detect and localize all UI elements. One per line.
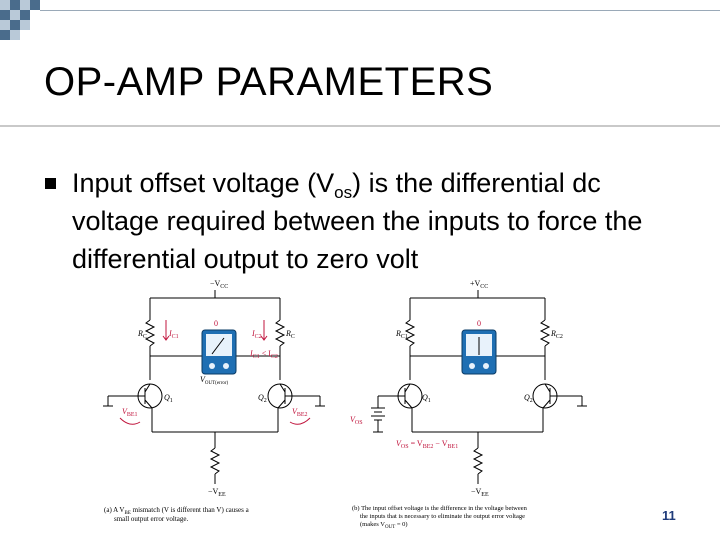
fig-a-rc-right: RC <box>285 329 295 340</box>
fig-b-eq-v: V <box>396 439 402 448</box>
fig-a-q2-sub: 2 <box>264 398 267 404</box>
bullet-text: Input offset voltage (Vos) is the differ… <box>72 164 682 278</box>
fig-a-cap-1-sub: BE <box>124 511 130 516</box>
fig-a-vcc-text: −V <box>210 279 221 288</box>
fig-b-eq-minus: − V <box>433 439 447 448</box>
fig-a-vcc-sub: CC <box>220 284 228 290</box>
fig-a-ic2-text: I <box>251 329 255 338</box>
fig-b-cap3-sub: OUT <box>385 525 395 530</box>
fig-a-vbe2: VBE2 <box>292 407 308 418</box>
figure-b-circuit <box>371 290 587 484</box>
figure-a-circuit <box>103 290 325 484</box>
fig-a-meter-zero: 0 <box>214 319 218 328</box>
page-number: 11 <box>662 508 676 523</box>
fig-b-meter-zero: 0 <box>477 319 481 328</box>
decorative-squares <box>0 0 720 40</box>
fig-b-eq-sub2: BE2 <box>423 444 434 450</box>
fig-b-rc1: RC1 <box>395 329 408 340</box>
bullet-text-sub: os <box>334 183 353 202</box>
fig-a-ic1: IC1 <box>168 329 179 340</box>
fig-a-vee: −VEE <box>208 487 226 498</box>
fig-b-q1-text: Q <box>422 393 428 402</box>
fig-a-cap-4: ) causes a <box>221 506 249 514</box>
fig-b-vos-text: V <box>350 415 356 424</box>
fig-a-ic1-text: I <box>168 329 172 338</box>
fig-b-q1: Q1 <box>422 393 431 404</box>
fig-a-caption-line2: small output error voltage. <box>114 515 189 523</box>
fig-b-eq-rest: = V <box>409 439 423 448</box>
fig-b-caption-line2: the inputs that is necessary to eliminat… <box>360 513 525 520</box>
fig-b-eq-sub1: OS <box>401 444 409 450</box>
fig-a-rc-right-sub: C <box>291 334 295 340</box>
fig-b-rc2-text: R <box>550 329 556 338</box>
fig-b-caption-line1: (b) The input offset voltage is the diff… <box>352 505 528 512</box>
fig-b-rc2: RC2 <box>550 329 563 340</box>
fig-a-ic1-sub: C1 <box>172 334 179 340</box>
fig-a-vout-sub: OUT(error) <box>205 381 229 386</box>
fig-b-vee-sub: EE <box>481 492 489 498</box>
fig-b-cap3-a: (makes V <box>360 521 385 528</box>
fig-a-cap-1: (a) A V <box>104 506 124 514</box>
fig-b-rc1-sub: C1 <box>401 334 408 340</box>
fig-b-vee: −VEE <box>471 487 489 498</box>
fig-a-ic2-sub: C2 <box>255 334 262 340</box>
voltmeter-b <box>461 329 497 375</box>
circuit-figure: −VCC RC RC IC1 IC2 IC1 < IC2 0 VOUT(erro… <box>103 279 587 530</box>
bullet-text-pre: Input offset voltage (V <box>72 168 335 198</box>
fig-a-vout-text: V <box>200 375 206 384</box>
fig-b-cap3-end: = 0) <box>395 521 407 528</box>
fig-a-q2: Q2 <box>258 393 267 404</box>
fig-b-vcc-text: +V <box>470 279 481 288</box>
fig-a-rc-left-text: R <box>137 329 143 338</box>
fig-a-ic-rel-mid: < I <box>260 349 272 358</box>
fig-b-vcc-label: +VCC <box>470 279 488 290</box>
fig-b-rc1-text: R <box>395 329 401 338</box>
fig-a-q1-text: Q <box>164 393 170 402</box>
fig-b-q2-sub: 2 <box>530 398 533 404</box>
fig-a-vbe1-text: V <box>122 407 128 416</box>
fig-b-equation: VOS = VBE2 − VBE1 <box>396 439 458 450</box>
fig-a-ic-relation: IC1 < IC2 <box>249 349 278 360</box>
fig-a-vcc-label: −VCC <box>210 279 228 290</box>
fig-a-vee-text: −V <box>208 487 219 496</box>
fig-a-vbe1: VBE1 <box>122 407 138 418</box>
fig-b-q2-text: Q <box>524 393 530 402</box>
fig-b-eq-sub3: BE1 <box>448 444 459 450</box>
fig-a-ic-rel-i1: I <box>249 349 253 358</box>
fig-b-q1-sub: 1 <box>428 398 431 404</box>
bullet-text-post: ) is the differential dc voltage require… <box>72 168 643 274</box>
fig-a-cap-2: mismatch (V <box>131 506 169 514</box>
fig-a-vbe2-text: V <box>292 407 298 416</box>
fig-b-rc2-sub: C2 <box>556 334 563 340</box>
fig-a-rc-left: RC <box>137 329 147 340</box>
fig-b-q2: Q2 <box>524 393 533 404</box>
fig-a-ic-rel-sub1: C1 <box>253 354 260 360</box>
fig-a-rc-right-text: R <box>285 329 291 338</box>
fig-a-cap-3: is different than V <box>169 506 222 514</box>
fig-b-vos: VOS <box>350 415 363 426</box>
fig-a-caption-line1: (a) A VBE mismatch (V is different than … <box>104 506 250 516</box>
fig-b-vee-text: −V <box>471 487 482 496</box>
fig-a-vbe1-sub: BE1 <box>127 412 138 418</box>
fig-a-ic-rel-sub2: C2 <box>271 354 278 360</box>
fig-a-rc-left-sub: C <box>143 334 147 340</box>
fig-a-vbe2-sub: BE2 <box>297 412 308 418</box>
fig-a-vee-sub: EE <box>218 492 226 498</box>
title-divider <box>0 125 720 127</box>
voltmeter-a <box>201 329 237 375</box>
fig-a-ic2: IC2 <box>251 329 262 340</box>
bullet-square-icon <box>45 178 56 189</box>
fig-a-q1: Q1 <box>164 393 173 404</box>
fig-b-vos-sub: OS <box>355 420 363 426</box>
fig-a-q1-sub: 1 <box>170 398 173 404</box>
fig-a-q2-text: Q <box>258 393 264 402</box>
fig-a-vout: VOUT(error) <box>200 375 229 386</box>
fig-b-caption-line3: (makes VOUT = 0) <box>360 521 408 530</box>
current-arrows-a <box>119 320 311 425</box>
fig-b-vcc-sub: CC <box>480 284 488 290</box>
slide-title: OP-AMP PARAMETERS <box>44 60 494 104</box>
